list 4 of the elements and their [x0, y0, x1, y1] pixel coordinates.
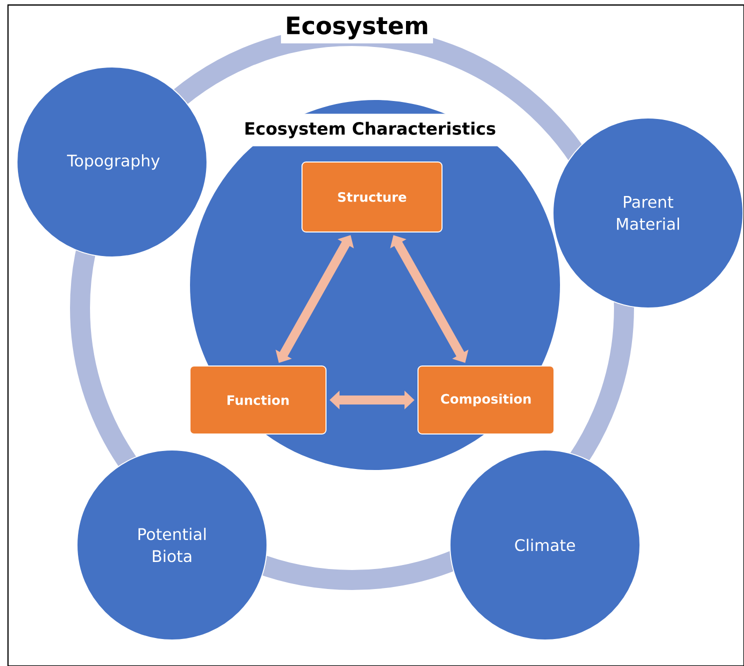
process-box: Composition: [418, 366, 554, 434]
title: Ecosystem: [280, 12, 434, 44]
process-box: Function: [190, 366, 326, 434]
process-box: Structure: [302, 162, 442, 232]
